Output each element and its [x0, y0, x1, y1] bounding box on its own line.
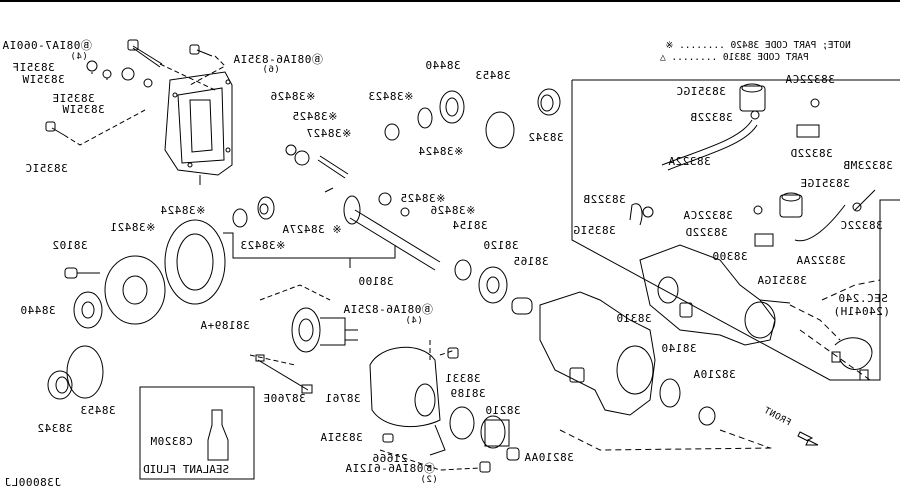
label-38322ca-a: 38322CA	[785, 73, 835, 86]
label-38351f: 3835IF	[12, 61, 55, 74]
label-38210aa: 38210AA	[524, 451, 574, 464]
actuator-drawing	[639, 244, 776, 346]
front-arrow	[797, 431, 819, 446]
label-38351c: 3835IC	[25, 162, 68, 175]
sealant-part-label: C8320M	[150, 435, 193, 448]
label-38351ge: 3835IGE	[800, 177, 850, 190]
label-38423-a: ※38423	[368, 90, 414, 103]
sealant-box-frame	[139, 386, 255, 480]
label-38423-b: ※38423	[240, 239, 286, 252]
bracket-38100	[223, 232, 396, 268]
rear-cover-drawing	[164, 71, 233, 176]
label-38440-top: 38440	[425, 59, 461, 72]
label-38351w-a: 3835IW	[22, 73, 65, 86]
label-38421: ※38421	[110, 221, 156, 234]
label-38322aa: 38322AA	[796, 254, 846, 267]
note-line2: PART CODE 38310 ........ △	[660, 52, 809, 63]
actuator-enclosure	[571, 79, 900, 381]
label-38102: 38102	[52, 239, 88, 252]
label-38342-top: 38342	[528, 131, 564, 144]
label-38351ga: 3835IGA	[757, 274, 807, 287]
label-38310: 38310	[616, 312, 652, 325]
label-bolt-0601a-qty: (4)	[70, 52, 88, 62]
sealant-bottle	[207, 409, 229, 461]
label-bolt-6121a: Ⓑ08IA6-612IA	[345, 462, 435, 475]
label-38351gc: 3835IGC	[676, 85, 726, 98]
label-38351a: 3835IA	[320, 431, 363, 444]
label-38453-bot: 38453	[80, 404, 116, 417]
label-38100: 38100	[358, 275, 394, 288]
label-38453-top: 38453	[475, 69, 511, 82]
label-38342-bot: 38342	[37, 422, 73, 435]
label-38120: 38120	[483, 239, 519, 252]
label-38165: 38165	[513, 255, 549, 268]
label-38424-a: ※38424	[418, 145, 464, 158]
label-bolt-6121a-qty: (2)	[420, 475, 438, 485]
label-38424-b: ※38424	[160, 204, 206, 217]
bolt-drawing	[45, 39, 213, 136]
label-38440-bot: 38440	[20, 304, 56, 317]
label-38300: 38300	[712, 250, 748, 263]
label-38322d-b: 38322D	[685, 226, 728, 239]
label-38140: 38140	[661, 342, 697, 355]
label-bolt-8351a: Ⓑ08IA6-835IA	[233, 53, 323, 66]
label-38351g: 3835IG	[573, 224, 616, 237]
label-38210a: 38210A	[693, 368, 736, 381]
label-38210: 38210	[485, 404, 521, 417]
label-38427a: ※ 38427A	[282, 223, 342, 236]
label-38351w-b: 3835IW	[62, 103, 105, 116]
carrier-housing-drawing	[539, 291, 716, 426]
label-38425-a: ※38425	[292, 110, 338, 123]
note-block: NOTE; PART CODE 38420 ........ ※ PART CO…	[660, 40, 851, 64]
label-38154: 38154	[452, 219, 488, 232]
label-38427: ※38427	[306, 127, 352, 140]
label-bolt-8251a: Ⓑ08IA6-825IA	[343, 303, 433, 316]
top-border	[0, 0, 900, 2]
sealant-box-title: SEALANT FLUID	[143, 463, 230, 476]
label-38322c: 38322C	[840, 219, 883, 232]
label-38189a: 38189+A	[200, 319, 250, 332]
drawing-code: J38000LJ	[4, 476, 61, 489]
label-38426-b: ※38426	[430, 204, 476, 217]
label-38322a: 38322A	[668, 155, 711, 168]
label-bolt-8251a-qty: (4)	[405, 316, 423, 326]
label-38331: 38331	[445, 372, 481, 385]
label-38323mb: 38323MB	[843, 159, 893, 172]
label-38322ca-b: 38322CA	[683, 209, 733, 222]
note-prefix: NOTE;	[822, 40, 851, 51]
label-38322b-a: 38322B	[690, 111, 733, 124]
label-section-ref-1: SEC.240	[838, 292, 888, 305]
label-38760e: 38760E	[263, 392, 306, 405]
label-38322d-a: 38322D	[790, 147, 833, 160]
note-line1: PART CODE 38420 ........ ※	[665, 40, 817, 51]
label-38189: 38189	[450, 387, 486, 400]
label-38425-b: ※38425	[400, 192, 446, 205]
label-38426-a: ※38426	[270, 90, 316, 103]
label-38322b-b: 38322B	[583, 193, 626, 206]
label-bolt-0601a: Ⓑ08IA7-060IA	[2, 39, 92, 52]
label-38761: 38761	[325, 392, 361, 405]
label-bolt-8351a-qty: (6)	[262, 65, 280, 75]
label-section-ref-2: (24041H)	[833, 305, 890, 318]
